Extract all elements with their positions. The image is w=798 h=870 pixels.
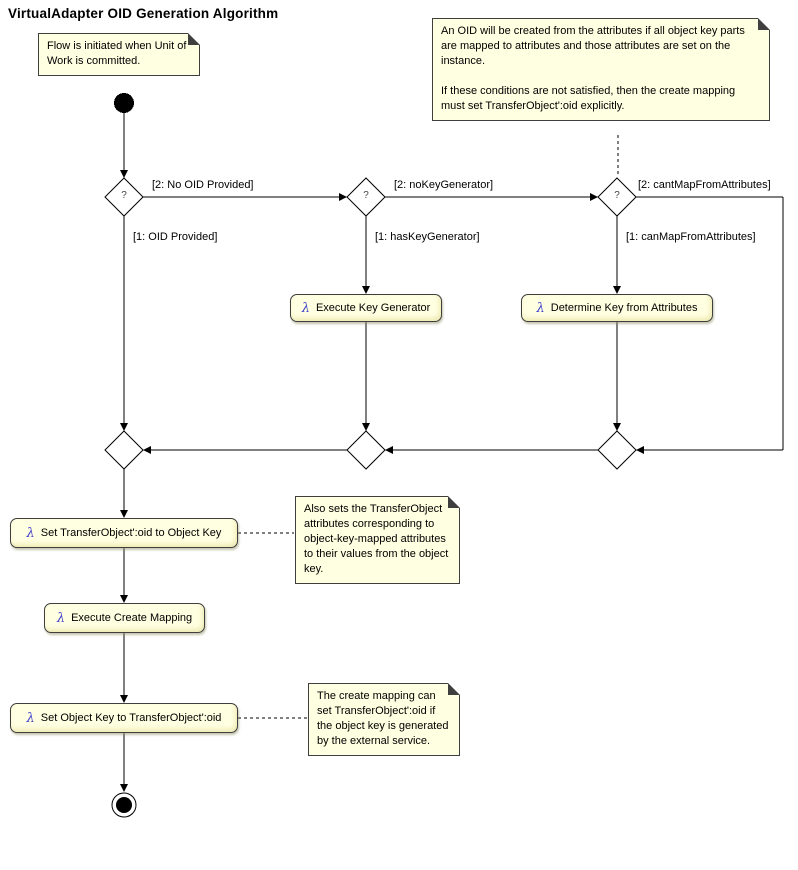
decision-question-mark: ? [121, 190, 127, 201]
merge-middle[interactable] [346, 430, 386, 470]
lambda-icon: λ [301, 300, 310, 316]
action-execute-key-generator[interactable]: λ Execute Key Generator [290, 294, 442, 322]
note-also-sets-attributes[interactable]: Also sets the TransferObject attributes … [295, 496, 460, 584]
action-label: Execute Create Mapping [71, 612, 193, 624]
note-flow-initiated[interactable]: Flow is initiated when Unit of Work is c… [38, 33, 200, 76]
decision-question-mark: ? [363, 190, 369, 201]
final-node[interactable] [111, 792, 137, 818]
note-create-mapping-can-set-oid-text: The create mapping can set TransferObjec… [317, 690, 449, 747]
guard-no-oid-provided: [2: No OID Provided] [152, 179, 254, 191]
note-oid-creation-para2: If these conditions are not satisfied, t… [441, 85, 736, 112]
guard-oid-provided: [1: OID Provided] [133, 231, 218, 243]
note-oid-creation-para1: An OID will be created from the attribut… [441, 25, 745, 67]
lambda-icon: λ [26, 710, 35, 726]
guard-cant-map-from-attributes: [2: cantMapFromAttributes] [638, 179, 771, 191]
lambda-icon: λ [26, 525, 35, 541]
note-anchor-edges [238, 135, 619, 719]
arrowheads [120, 170, 644, 792]
flow-edges [123, 113, 784, 785]
note-oid-creation-rules[interactable]: An OID will be created from the attribut… [432, 18, 770, 121]
decision-key-generator[interactable] [346, 177, 386, 217]
note-also-sets-attributes-text: Also sets the TransferObject attributes … [304, 503, 449, 575]
action-set-object-key-to-oid[interactable]: λ Set Object Key to TransferObject':oid [10, 703, 238, 733]
action-execute-create-mapping[interactable]: λ Execute Create Mapping [44, 603, 205, 633]
action-label: Set TransferObject':oid to Object Key [40, 527, 222, 539]
action-label: Determine Key from Attributes [550, 302, 698, 314]
diagram-title: VirtualAdapter OID Generation Algorithm [8, 6, 279, 21]
guard-has-key-generator: [1: hasKeyGenerator] [375, 231, 480, 243]
action-label: Set Object Key to TransferObject':oid [40, 712, 222, 724]
lambda-icon: λ [56, 610, 66, 626]
merge-left[interactable] [104, 430, 144, 470]
decision-map-from-attributes[interactable] [597, 177, 637, 217]
decision-question-mark: ? [614, 190, 620, 201]
action-determine-key-from-attributes[interactable]: λ Determine Key from Attributes [521, 294, 713, 322]
initial-node[interactable] [114, 93, 134, 113]
guard-can-map-from-attributes: [1: canMapFromAttributes] [626, 231, 756, 243]
merge-right[interactable] [597, 430, 637, 470]
action-label: Execute Key Generator [315, 302, 431, 314]
action-set-oid-to-object-key[interactable]: λ Set TransferObject':oid to Object Key [10, 518, 238, 548]
note-flow-initiated-text: Flow is initiated when Unit of Work is c… [47, 40, 187, 67]
guard-no-key-generator: [2: noKeyGenerator] [394, 179, 494, 191]
note-create-mapping-can-set-oid[interactable]: The create mapping can set TransferObjec… [308, 683, 460, 756]
lambda-icon: λ [536, 300, 545, 316]
decision-oid-provided[interactable] [104, 177, 144, 217]
